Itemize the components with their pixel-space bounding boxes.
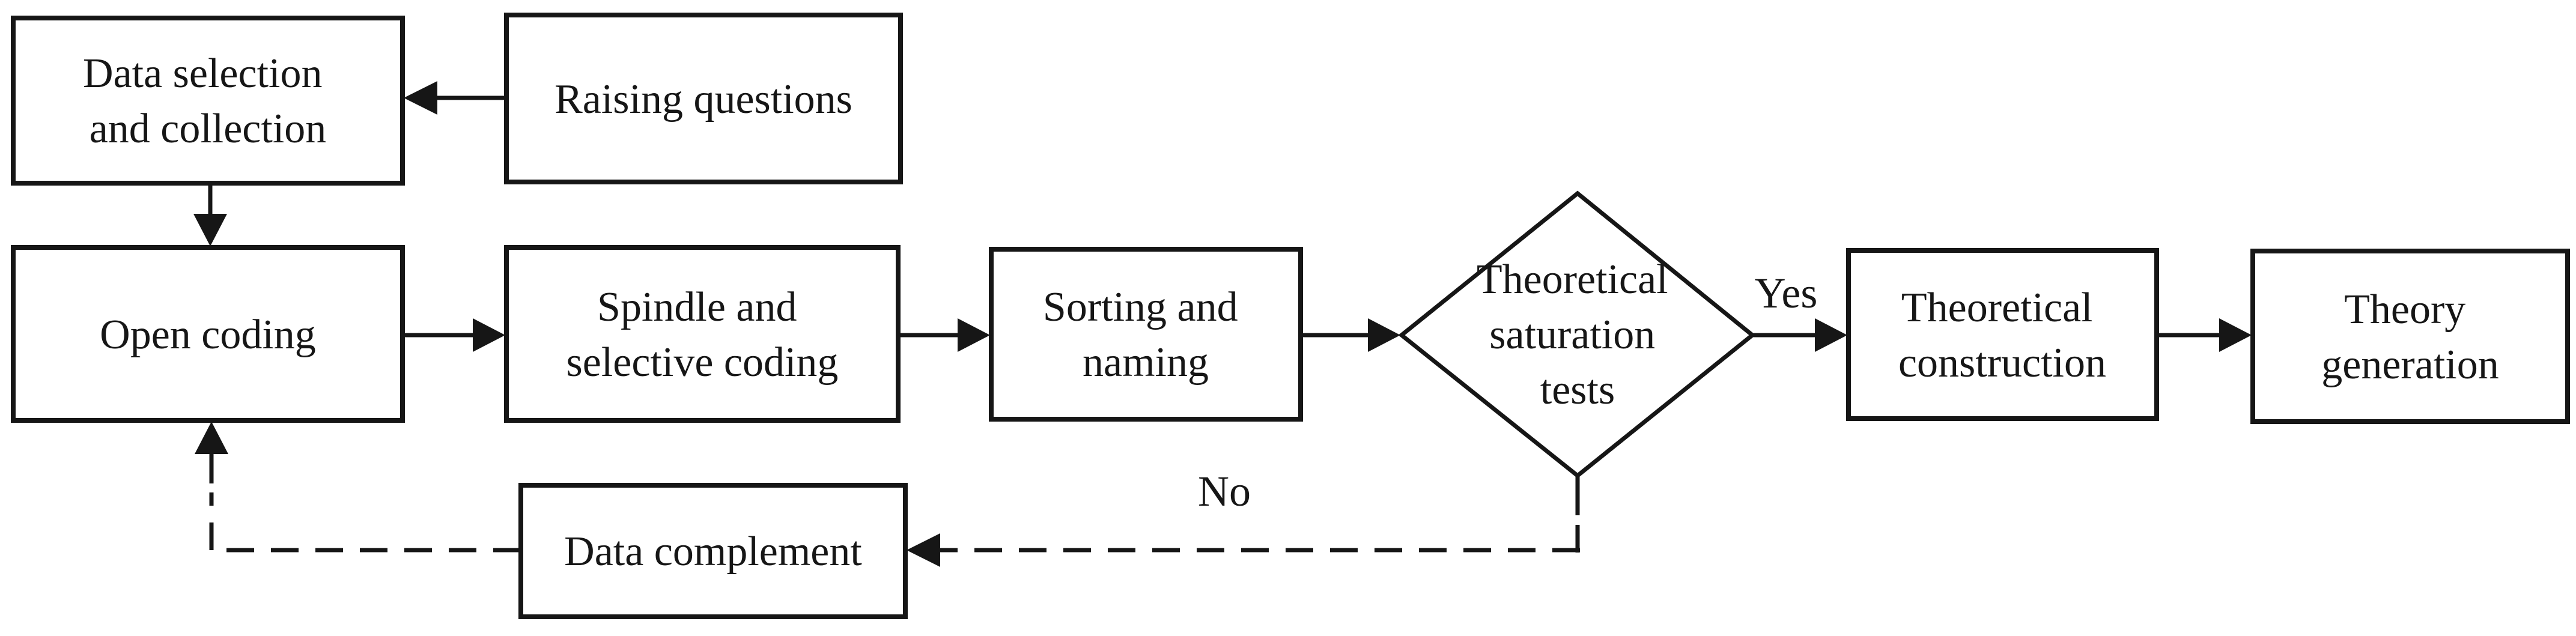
node-spindle-selective-coding: Spindle and selective coding — [504, 245, 901, 423]
node-spindle-selective-coding-box — [504, 245, 901, 423]
edge-corner-up-to-open-coding — [195, 422, 228, 550]
node-theoretical-saturation-tests-diamond — [1398, 190, 1756, 479]
edge-no-to-data-complement — [907, 533, 1580, 567]
edge-raising-questions-to-data-selection — [404, 81, 506, 115]
node-raising-questions-box — [504, 13, 903, 184]
arrowhead-right-icon — [2219, 318, 2252, 352]
node-data-selection-label: Data selection and collection — [83, 50, 333, 152]
arrowhead-right-icon — [473, 318, 505, 352]
node-raising-questions-label: Raising questions — [554, 76, 852, 123]
node-theoretical-saturation-tests: Theoretical saturation tests — [1398, 190, 1756, 479]
node-open-coding-box — [11, 245, 405, 423]
arrowhead-up-icon — [195, 422, 228, 454]
node-spindle-selective-coding-label: Spindle and selective coding — [567, 284, 839, 386]
edge-open-coding-to-spindle — [402, 318, 505, 352]
node-data-complement-label: Data complement — [564, 528, 862, 575]
yes-branch-label: Yes — [1755, 269, 1818, 317]
edge-saturation-tests-to-theoretical-construction — [1752, 318, 1847, 352]
node-theory-generation-box — [2250, 249, 2570, 424]
node-theoretical-construction-label: Theoretical construction — [1898, 285, 2106, 386]
arrowhead-right-icon — [1368, 318, 1400, 352]
node-data-complement: Data complement — [518, 483, 908, 619]
node-open-coding-label: Open coding — [100, 312, 316, 358]
node-data-selection-box — [11, 16, 405, 186]
arrowhead-down-icon — [193, 214, 227, 246]
node-sorting-naming-label: Sorting and naming — [1043, 284, 1248, 386]
arrowhead-right-icon — [1815, 318, 1847, 352]
arrowhead-left-icon — [907, 533, 940, 567]
node-sorting-naming: Sorting and naming — [989, 247, 1303, 422]
edge-data-selection-to-open-coding — [193, 183, 227, 246]
node-theoretical-construction: Theoretical construction — [1846, 248, 2159, 421]
arrowhead-left-icon — [404, 81, 437, 115]
node-sorting-naming-box — [989, 247, 1303, 422]
no-branch-label: No — [1198, 467, 1251, 515]
edge-sorting-to-saturation-tests — [1301, 318, 1400, 352]
node-theoretical-construction-box — [1846, 248, 2159, 421]
node-data-complement-box — [518, 483, 908, 619]
edge-spindle-to-sorting — [898, 318, 990, 352]
node-theoretical-saturation-tests-label: Theoretical saturation tests — [1477, 256, 1678, 413]
edge-theoretical-construction-to-theory-generation — [2157, 318, 2252, 352]
node-raising-questions: Raising questions — [504, 13, 903, 184]
arrowhead-right-icon — [958, 318, 990, 352]
node-theory-generation-label: Theory generation — [2321, 286, 2499, 388]
node-open-coding: Open coding — [11, 245, 405, 423]
node-data-selection: Data selection and collection — [11, 16, 405, 186]
node-theory-generation: Theory generation — [2250, 249, 2570, 424]
